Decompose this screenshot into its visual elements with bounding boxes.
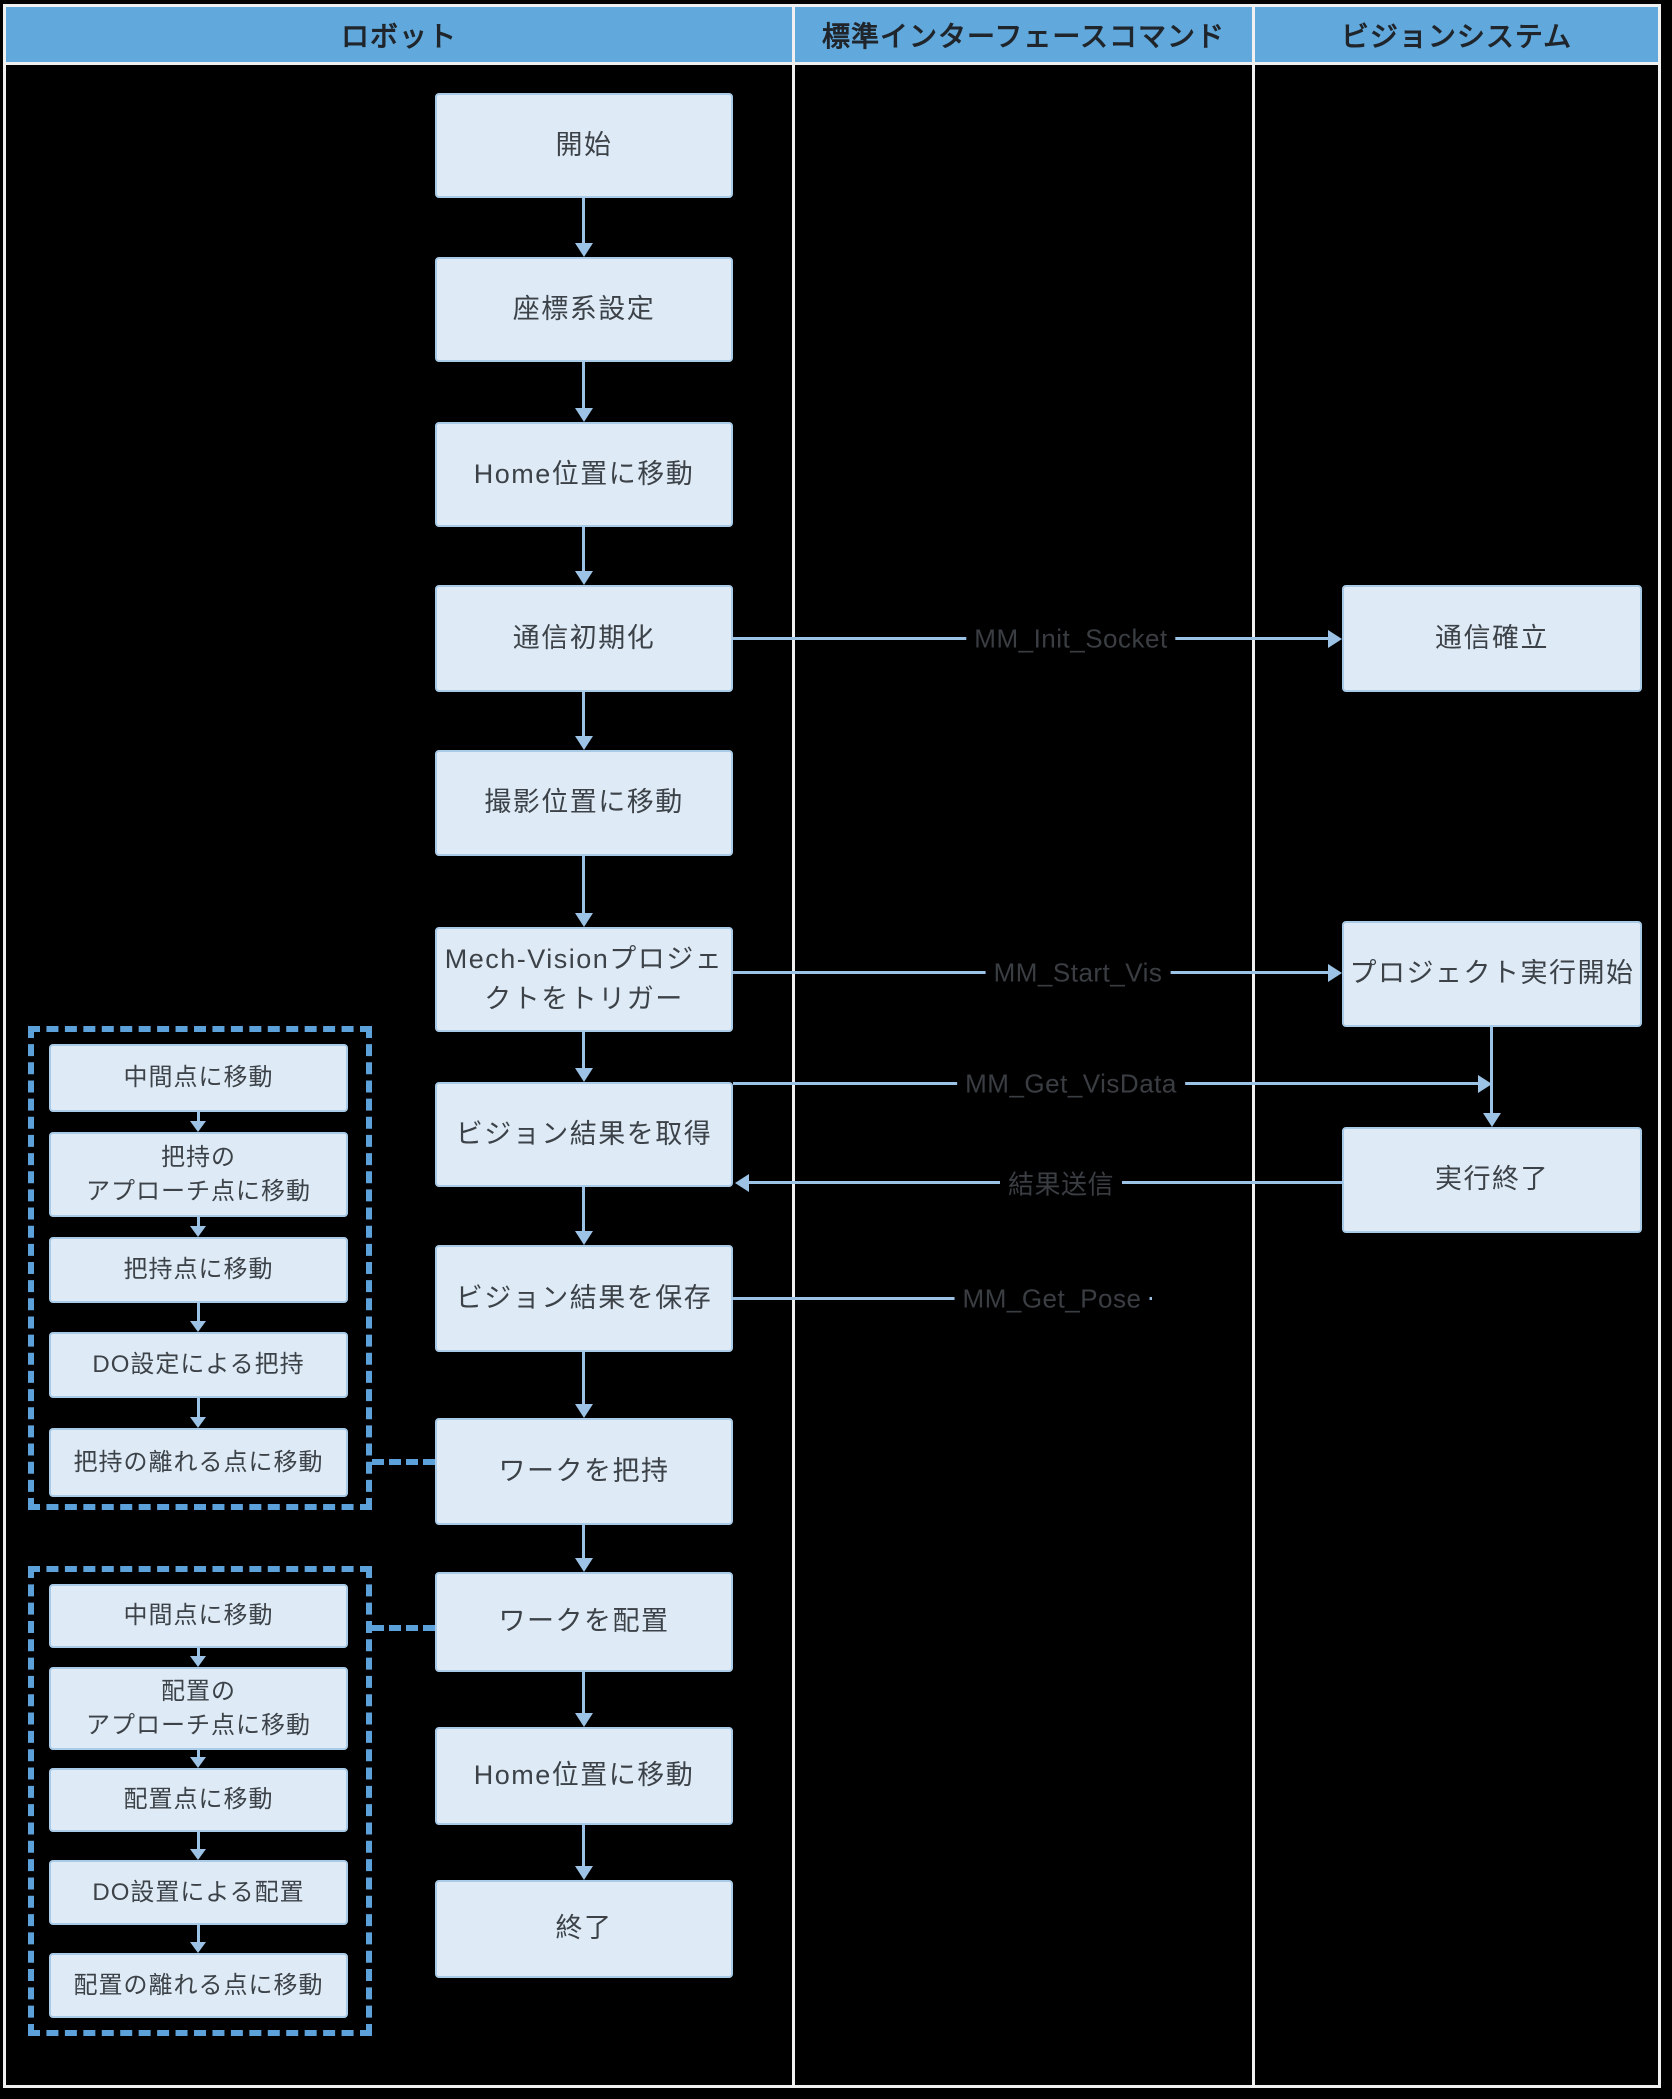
arrow-saveresult-grasp bbox=[582, 1352, 585, 1404]
vision-node-project-start: プロジェクト実行開始 bbox=[1342, 921, 1642, 1027]
grasp-arrow-3 bbox=[197, 1303, 200, 1321]
place-step-depart: 配置の離れる点に移動 bbox=[49, 1953, 348, 2018]
arrow-getresult-saveresult bbox=[582, 1187, 585, 1231]
grasp-step-intermediate: 中間点に移動 bbox=[49, 1044, 348, 1112]
arrowhead-down bbox=[190, 1757, 206, 1768]
command-label-mm-init-socket: MM_Init_Socket bbox=[966, 621, 1176, 657]
arrow-trigger-getresult bbox=[582, 1032, 585, 1068]
place-step-do-place: DO設置による配置 bbox=[49, 1860, 348, 1925]
arrowhead-down bbox=[575, 1231, 593, 1245]
column-header-interface-commands: 標準インターフェースコマンド bbox=[822, 20, 1225, 52]
arrowhead-down bbox=[575, 736, 593, 750]
arrowhead-right bbox=[1328, 964, 1342, 982]
grasp-step-depart: 把持の離れる点に移動 bbox=[49, 1428, 348, 1497]
arrowhead-down bbox=[575, 243, 593, 257]
arrow-projectstart-execend bbox=[1490, 1027, 1493, 1113]
flow-node-grasp-workpiece: ワークを把持 bbox=[435, 1418, 733, 1525]
flow-node-coord-setup: 座標系設定 bbox=[435, 257, 733, 362]
table-header-band bbox=[6, 7, 1658, 62]
place-step-approach: 配置の アプローチ点に移動 bbox=[49, 1667, 348, 1750]
vision-node-comm-established: 通信確立 bbox=[1342, 585, 1642, 692]
arrow-start-coord bbox=[582, 198, 585, 243]
arrow-grasp-place bbox=[582, 1525, 585, 1558]
flow-node-place-workpiece: ワークを配置 bbox=[435, 1572, 733, 1672]
flow-node-home-1: Home位置に移動 bbox=[435, 422, 733, 527]
grasp-step-grasp-point: 把持点に移動 bbox=[49, 1237, 348, 1303]
place-arrow-3 bbox=[197, 1832, 200, 1849]
arrow-place-home2 bbox=[582, 1672, 585, 1713]
flow-node-start: 開始 bbox=[435, 93, 733, 198]
column-divider-1 bbox=[792, 4, 795, 2085]
arrow-mm-get-pose bbox=[733, 1297, 1152, 1300]
place-arrow-4 bbox=[197, 1925, 200, 1942]
place-step-place-point: 配置点に移動 bbox=[49, 1768, 348, 1832]
arrowhead-down bbox=[190, 1417, 206, 1428]
arrow-home1-comminit bbox=[582, 527, 585, 571]
flow-node-home-2: Home位置に移動 bbox=[435, 1727, 733, 1825]
command-label-mm-start-vis: MM_Start_Vis bbox=[985, 955, 1171, 991]
arrowhead-right bbox=[1478, 1075, 1492, 1093]
arrowhead-down bbox=[575, 408, 593, 422]
place-arrow-2 bbox=[197, 1750, 200, 1757]
grasp-arrow-4 bbox=[197, 1398, 200, 1417]
arrowhead-down bbox=[190, 1656, 206, 1667]
column-header-vision-system: ビジョンシステム bbox=[1340, 20, 1573, 52]
place-step-intermediate: 中間点に移動 bbox=[49, 1584, 348, 1648]
frame-right-border bbox=[1658, 4, 1661, 2088]
arrowhead-down bbox=[190, 1121, 206, 1132]
grasp-arrow-2 bbox=[197, 1217, 200, 1226]
grasp-step-do-grasp: DO設定による把持 bbox=[49, 1332, 348, 1398]
flow-node-save-vision-result: ビジョン結果を保存 bbox=[435, 1245, 733, 1352]
place-arrow-1 bbox=[197, 1648, 200, 1656]
command-label-result-send: 結果送信 bbox=[999, 1162, 1123, 1204]
grasp-arrow-1 bbox=[197, 1112, 200, 1121]
place-group-link bbox=[372, 1625, 435, 1631]
arrowhead-down bbox=[575, 1713, 593, 1727]
arrowhead-down bbox=[575, 1404, 593, 1418]
arrowhead-down bbox=[190, 1226, 206, 1237]
flow-node-trigger-vision: Mech-Visionプロジェ クトをトリガー bbox=[435, 927, 733, 1032]
command-label-mm-get-pose: MM_Get_Pose bbox=[954, 1281, 1150, 1317]
place-steps-group bbox=[28, 1566, 372, 2036]
arrowhead-down bbox=[575, 1866, 593, 1880]
arrowhead-down bbox=[190, 1942, 206, 1953]
frame-left-border bbox=[3, 4, 6, 2088]
arrowhead-down bbox=[190, 1849, 206, 1860]
arrowhead-down bbox=[575, 1558, 593, 1572]
grasp-step-approach: 把持の アプローチ点に移動 bbox=[49, 1132, 348, 1217]
arrowhead-down bbox=[190, 1321, 206, 1332]
frame-bottom-border bbox=[3, 2085, 1661, 2088]
arrowhead-down bbox=[575, 1068, 593, 1082]
command-label-mm-get-visdata: MM_Get_VisData bbox=[957, 1066, 1185, 1102]
arrowhead-left bbox=[735, 1174, 749, 1192]
arrowhead-down bbox=[575, 571, 593, 585]
arrowhead-down bbox=[1483, 1113, 1501, 1127]
grasp-steps-group bbox=[28, 1026, 372, 1510]
arrowhead-down bbox=[575, 913, 593, 927]
flow-node-get-vision-result: ビジョン結果を取得 bbox=[435, 1082, 733, 1187]
grasp-group-link bbox=[372, 1459, 435, 1465]
vision-node-exec-end: 実行終了 bbox=[1342, 1127, 1642, 1233]
flow-node-photo-position: 撮影位置に移動 bbox=[435, 750, 733, 856]
arrow-home2-end bbox=[582, 1825, 585, 1866]
flow-node-end: 終了 bbox=[435, 1880, 733, 1978]
frame-top-border bbox=[3, 4, 1661, 7]
arrow-photo-trigger bbox=[582, 856, 585, 913]
column-divider-2 bbox=[1252, 4, 1255, 2085]
arrow-coord-home1 bbox=[582, 362, 585, 408]
column-header-robot: ロボット bbox=[340, 20, 457, 52]
flow-node-comm-init: 通信初期化 bbox=[435, 585, 733, 692]
header-bottom-border bbox=[3, 62, 1661, 65]
arrow-comminit-photo bbox=[582, 692, 585, 736]
arrowhead-right bbox=[1328, 630, 1342, 648]
